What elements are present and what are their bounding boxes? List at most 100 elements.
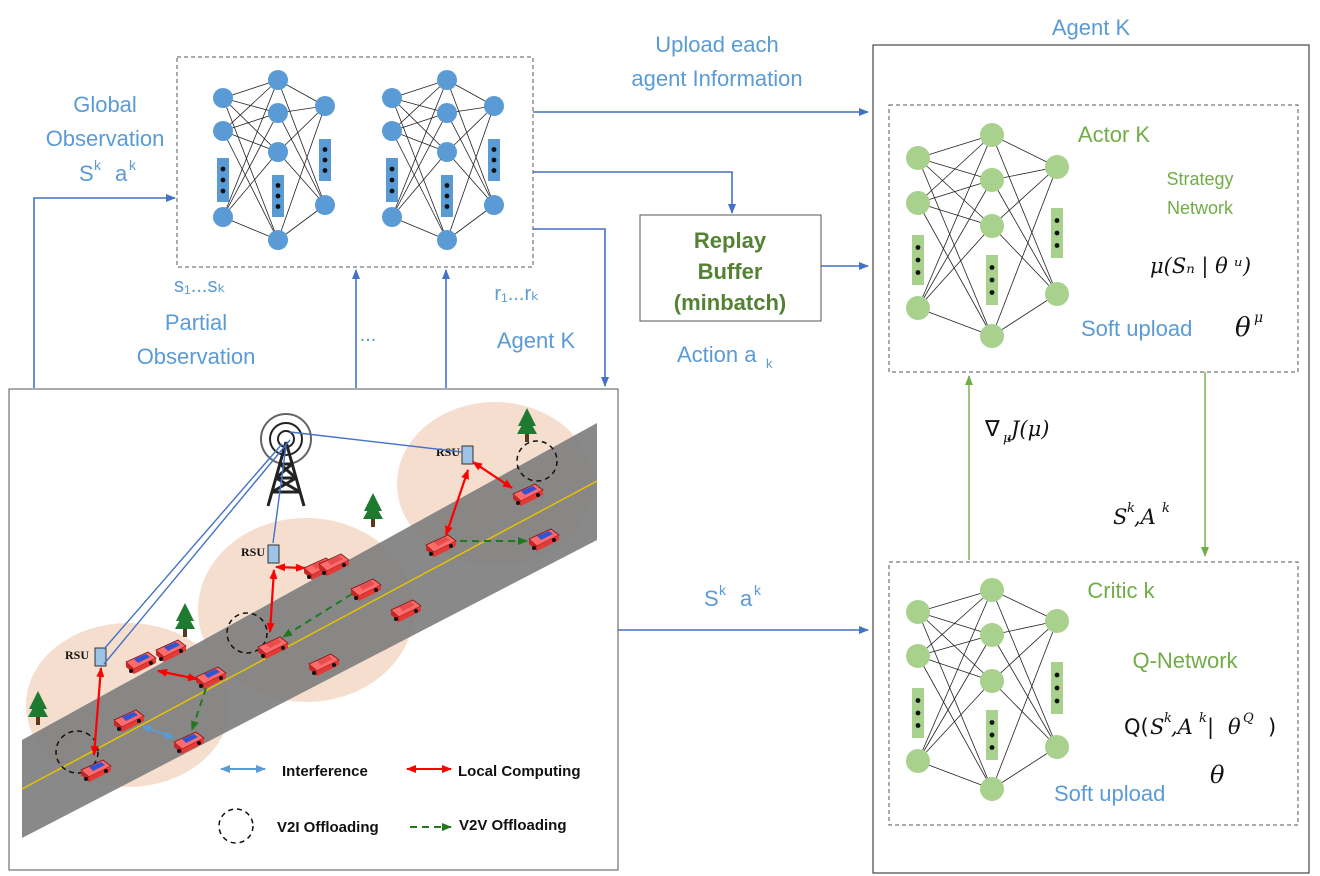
agent-k-left-label: Agent K xyxy=(497,328,576,353)
actor-theta-superscript: μ xyxy=(1254,310,1263,326)
tree-icon xyxy=(517,408,537,442)
network-edge xyxy=(222,130,279,241)
network-neuron xyxy=(437,230,457,250)
network-edge xyxy=(991,620,1058,682)
network-edge xyxy=(917,634,993,657)
network-neuron xyxy=(980,324,1004,348)
network-ellipsis-dot xyxy=(1054,243,1060,248)
network-edge xyxy=(277,105,326,241)
network-neuron xyxy=(268,142,288,162)
global-observation-line2: Observation xyxy=(46,126,165,151)
partial-observation-line1: Partial xyxy=(165,310,227,335)
network-ellipsis-dot xyxy=(220,166,226,172)
policy-gradient-label: ∇ μ J(μ) xyxy=(984,417,1049,446)
vehicle-icon xyxy=(125,651,157,674)
network-ellipsis-dot xyxy=(275,193,281,199)
network-neuron xyxy=(1045,155,1069,179)
vehicle-icon xyxy=(80,759,112,782)
network-edge xyxy=(391,112,448,218)
global-network-b xyxy=(382,70,504,250)
replay-buffer-line1: Replay xyxy=(694,228,767,253)
network-connections xyxy=(917,134,1058,337)
network-edge xyxy=(446,105,495,241)
legend-v2v: V2V Offloading xyxy=(459,817,567,834)
network-ellipsis-dot xyxy=(444,193,450,199)
network-edge xyxy=(917,680,993,762)
network-edge xyxy=(917,655,993,790)
network-ellipsis-dot xyxy=(444,204,450,209)
tower-links xyxy=(103,431,463,665)
network-ellipsis-dot xyxy=(275,204,281,209)
network-ellipsis-dot xyxy=(1054,218,1060,223)
legend-v2i: V2I Offloading xyxy=(277,819,379,836)
critic-formula-close: ) xyxy=(1268,715,1276,739)
rsu-middle: RSU xyxy=(241,544,280,564)
vehicle-icon xyxy=(113,709,145,732)
network-ellipsis-dot xyxy=(322,147,328,152)
network-edge xyxy=(277,105,326,153)
network-ellipsis-dot xyxy=(389,177,395,183)
vehicle-icon xyxy=(308,653,340,676)
network-ellipsis-dot xyxy=(1054,685,1060,691)
agent-k-panel-title: Agent K xyxy=(1052,15,1131,40)
critic-title: Critic k xyxy=(1087,578,1155,603)
network-edge xyxy=(991,225,1058,295)
center-s-symbol: S xyxy=(704,586,719,611)
network-edge xyxy=(917,134,993,159)
network-neuron xyxy=(484,195,504,215)
network-edge xyxy=(446,79,495,206)
critic-formula-theta: θ xyxy=(1228,715,1241,739)
network-neuron xyxy=(382,88,402,108)
network-edge xyxy=(446,105,495,153)
network-edge xyxy=(917,134,993,204)
qnetwork-label: Q-Network xyxy=(1132,648,1238,673)
network-edge xyxy=(277,151,326,206)
critic-box: Critic k Q-Network Q( S k ,A k | θ Q ) S… xyxy=(888,561,1299,826)
partial-states-label: s₁...sₖ xyxy=(174,275,226,297)
network-edge xyxy=(446,112,495,206)
network-edge xyxy=(917,157,993,227)
network-edge xyxy=(991,589,1058,748)
gradient-objective: J(μ) xyxy=(1007,417,1049,441)
network-ellipsis-dot xyxy=(915,723,921,728)
strategy-network-line1: Strategy xyxy=(1166,169,1233,189)
network-ellipsis-dot xyxy=(989,745,995,750)
network-edge xyxy=(917,202,993,227)
critic-formula-q: Q( xyxy=(1124,715,1149,739)
v2v-links xyxy=(191,537,528,731)
network-neuron xyxy=(980,123,1004,147)
network-ellipsis-dot xyxy=(989,290,995,295)
action-text: Action a xyxy=(677,342,757,367)
network-edge xyxy=(917,157,993,337)
network-neuron xyxy=(437,103,457,123)
network-neuron xyxy=(382,121,402,141)
network-ellipsis-dot xyxy=(220,177,226,183)
network-edge xyxy=(991,134,1058,295)
network-neuron xyxy=(213,207,233,227)
network-edge xyxy=(991,620,1058,790)
right-s-superscript: k xyxy=(1127,501,1135,516)
legend-local-computing: Local Computing xyxy=(458,763,581,780)
vehicle-icon xyxy=(195,666,227,689)
vehicle-icon xyxy=(390,599,422,622)
legend-interference: Interference xyxy=(282,763,368,780)
upload-info-line2: agent Information xyxy=(631,66,802,91)
vehicle-icon xyxy=(173,731,205,754)
network-ellipsis-dot xyxy=(220,188,226,194)
network-neuron xyxy=(1045,609,1069,633)
network-edge xyxy=(917,179,993,204)
actor-formula: μ(Sₙ | θ ᵘ) xyxy=(1150,254,1251,279)
rsu-left-label: RSU xyxy=(65,648,89,662)
network-edge xyxy=(991,179,1058,295)
center-a-symbol: a xyxy=(740,586,753,611)
critic-formula: Q( S k ,A k | θ Q ) xyxy=(1124,711,1276,740)
network-ellipsis-dot xyxy=(275,183,281,188)
critic-formula-s: S xyxy=(1150,715,1164,739)
tree-icon xyxy=(363,493,383,527)
right-s-symbol: S xyxy=(1113,505,1127,529)
network-neuron xyxy=(980,669,1004,693)
rewards-label: r₁...rₖ xyxy=(494,283,539,305)
network-edge xyxy=(991,134,1058,168)
upload-info-line1: Upload each xyxy=(655,32,779,57)
network-edge xyxy=(277,112,326,206)
